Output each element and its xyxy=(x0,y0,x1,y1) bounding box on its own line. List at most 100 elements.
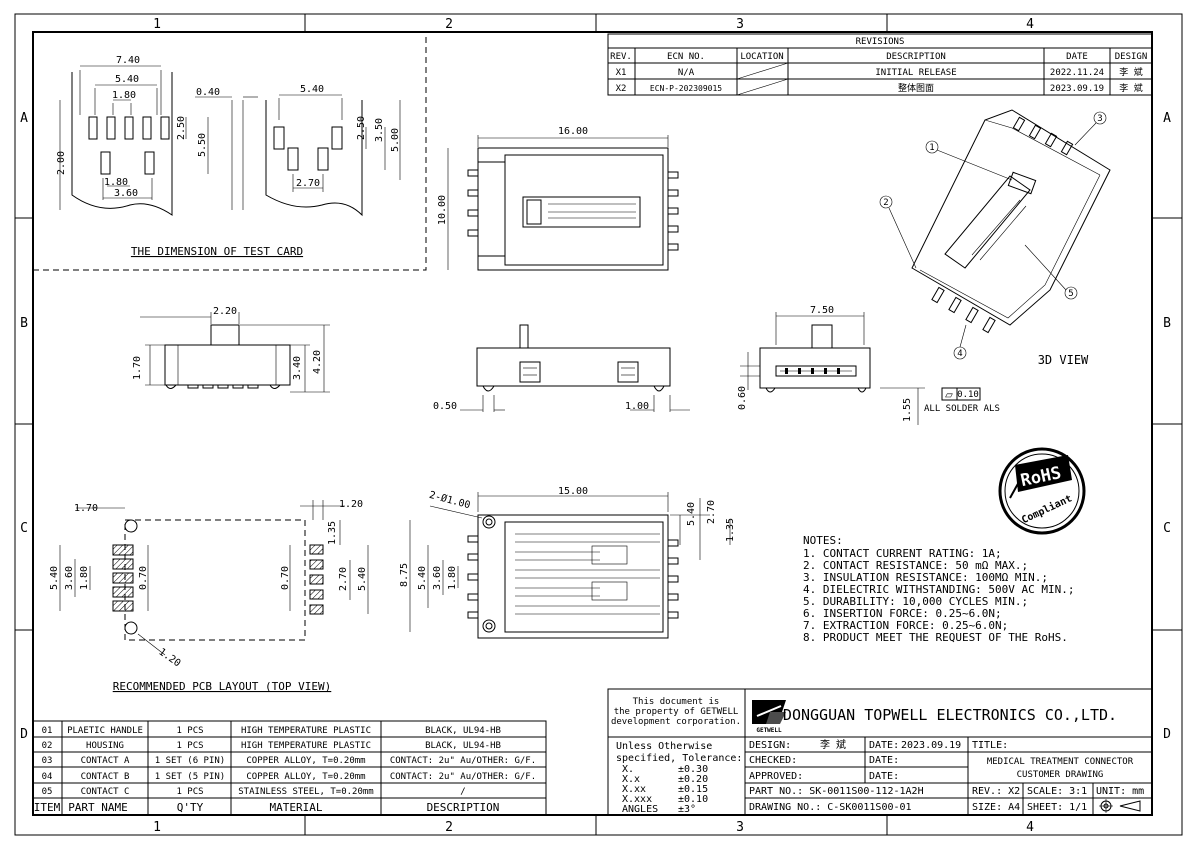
end-dim-060: 0.60 xyxy=(737,386,748,410)
tol-xx-label: X.x xyxy=(622,774,640,785)
tol-angles-value: ±3° xyxy=(678,804,696,815)
bottom-dim-540b: 5.40 xyxy=(417,566,428,590)
rev-row1-rev: X1 xyxy=(616,68,627,78)
bottom-dim-540: 5.40 xyxy=(686,502,697,526)
side-dim-170: 1.70 xyxy=(132,356,143,380)
balloon-5: 5 xyxy=(1068,289,1073,299)
title-value-1: MEDICAL TREATMENT CONNECTOR xyxy=(987,757,1134,767)
rev-row1-date: 2022.11.24 xyxy=(1050,68,1104,78)
rev-row2-design: 李 斌 xyxy=(1119,82,1142,94)
bom-header-qty: Q'TY xyxy=(177,801,204,814)
tc-dim-200: 2.00 xyxy=(56,151,67,175)
revisions-title: REVISIONS xyxy=(856,37,905,47)
property-line-3: development corporation. xyxy=(611,717,741,727)
row-label-d-right: D xyxy=(1163,727,1171,742)
property-line-2: the property of GETWELL xyxy=(614,707,739,717)
pcb-dim-135: 1.35 xyxy=(327,521,338,545)
tol-xxxx-value: ±0.10 xyxy=(678,794,708,805)
tol-x-label: X. xyxy=(622,764,634,775)
checked-date-label: DATE: xyxy=(869,755,899,766)
pcb-dim-120b: 1.20 xyxy=(156,647,182,670)
unit-value: UNIT: mm xyxy=(1096,786,1144,797)
size-value: SIZE: A4 xyxy=(972,802,1020,813)
bom-r1-material: HIGH TEMPERATURE PLASTIC xyxy=(241,726,371,736)
bom-r5-qty: 1 PCS xyxy=(176,787,203,797)
tol-xxx-label: X.xx xyxy=(622,784,646,795)
flatness-label: ALL SOLDER ALS xyxy=(924,404,1000,414)
pcb-dim-170: 1.70 xyxy=(74,503,98,514)
date-label: DATE: xyxy=(869,740,899,751)
note-3: 3. INSULATION RESISTANCE: 100MΩ MIN.; xyxy=(803,571,1048,584)
pcb-dim-540b: 5.40 xyxy=(357,567,368,591)
bom-r4-qty: 1 SET (5 PIN) xyxy=(155,772,225,782)
tc-dim-360: 3.60 xyxy=(114,188,138,199)
col-label-4: 4 xyxy=(1026,17,1034,32)
notes: NOTES: 1. CONTACT CURRENT RATING: 1A; 2.… xyxy=(803,534,1075,644)
bom-r2-material: HIGH TEMPERATURE PLASTIC xyxy=(241,741,371,751)
flatness-symbol: ⏥ xyxy=(945,390,953,401)
bom-r4-item: 04 xyxy=(42,772,53,782)
rohs-logo: RoHS Compliant xyxy=(998,447,1086,535)
pcb-dim-540: 5.40 xyxy=(49,566,60,590)
bom-r5-desc: / xyxy=(460,787,465,797)
property-line-1: This document is xyxy=(633,697,720,707)
pcb-dim-120: 1.20 xyxy=(339,499,363,510)
rev-header-design: DESIGN xyxy=(1115,52,1148,62)
bom-r3-material: COPPER ALLOY, T=0.20mm xyxy=(246,756,365,766)
rev-row1-ecn: N/A xyxy=(678,68,695,78)
top-dim-1000: 10.00 xyxy=(437,195,448,225)
tc-dim-550: 5.50 xyxy=(197,133,208,157)
tc-dim-040: 0.40 xyxy=(196,87,220,98)
front-dim-050: 0.50 xyxy=(433,401,457,412)
bottom-dim-270: 2.70 xyxy=(706,500,717,524)
note-7: 7. EXTRACTION FORCE: 0.25~6.0N; xyxy=(803,619,1008,632)
bom-r4-name: CONTACT B xyxy=(81,772,130,782)
pcb-layout: 1.70 1.20 1.35 5.40 3.60 1.80 0.70 0.70 … xyxy=(49,499,369,693)
flatness-callout: ⏥ 0.10 ALL SOLDER ALS xyxy=(924,387,1000,414)
bottom-dim-360: 3.60 xyxy=(432,566,443,590)
balloon-1: 1 xyxy=(929,143,934,153)
bom-r2-qty: 1 PCS xyxy=(176,741,203,751)
top-dim-1600: 16.00 xyxy=(558,126,588,137)
view-3d: 1 2 3 4 5 3D VIEW xyxy=(879,109,1111,367)
tc-dim-180a: 1.80 xyxy=(112,90,136,101)
note-5: 5. DURABILITY: 10,000 CYCLES MIN.; xyxy=(803,595,1028,608)
title-label: TITLE: xyxy=(972,740,1008,751)
grid-labels: 1 2 3 4 1 2 3 4 A B C D A B C D xyxy=(20,17,1171,835)
design-value: 李 斌 xyxy=(820,738,846,751)
approved-label: APPROVED: xyxy=(749,771,803,782)
side-dim-340: 3.40 xyxy=(292,356,303,380)
bom-r1-qty: 1 PCS xyxy=(176,726,203,736)
bom-header-name: PART NAME xyxy=(68,801,128,814)
tc-dim-250a: 2.50 xyxy=(176,116,187,140)
tc-dim-500: 5.00 xyxy=(390,128,401,152)
row-label-a-right: A xyxy=(1163,111,1171,126)
bom-r2-desc: BLACK, UL94-HB xyxy=(425,741,501,751)
pcb-dim-270: 2.70 xyxy=(338,567,349,591)
col-label-3: 3 xyxy=(736,17,744,32)
company-logo: GETWELL xyxy=(752,700,786,734)
end-dim-750: 7.50 xyxy=(810,305,834,316)
col-label-1-bottom: 1 xyxy=(153,820,161,835)
tc-dim-180b: 1.80 xyxy=(104,177,128,188)
bottom-dim-135: 1.35 xyxy=(725,518,736,542)
rev-header-description: DESCRIPTION xyxy=(886,52,946,62)
balloon-2: 2 xyxy=(883,198,888,208)
design-label: DESIGN: xyxy=(749,740,791,751)
scale-value: SCALE: 3:1 xyxy=(1027,786,1087,797)
test-card-caption: THE DIMENSION OF TEST CARD xyxy=(131,245,303,258)
bottom-dim-875: 8.75 xyxy=(399,563,410,587)
bom-r5-material: STAINLESS STEEL, T=0.20mm xyxy=(238,787,373,797)
row-label-c-right: C xyxy=(1163,521,1171,536)
rev-row2-description: 整体图面 xyxy=(898,82,934,94)
company-name: DONGGUAN TOPWELL ELECTRONICS CO.,LTD. xyxy=(783,706,1117,724)
drawing-frame xyxy=(14,13,1183,836)
bom-header-material: MATERIAL xyxy=(270,801,323,814)
bom-r2-item: 02 xyxy=(42,741,53,751)
pcb-caption: RECOMMENDED PCB LAYOUT (TOP VIEW) xyxy=(113,680,332,693)
bom-r3-name: CONTACT A xyxy=(81,756,130,766)
title-block: This document is the property of GETWELL… xyxy=(607,688,1153,816)
bom-r1-name: PLAETIC HANDLE xyxy=(67,726,143,736)
note-4: 4. DIELECTRIC WITHSTANDING: 500V AC MIN.… xyxy=(803,583,1075,596)
